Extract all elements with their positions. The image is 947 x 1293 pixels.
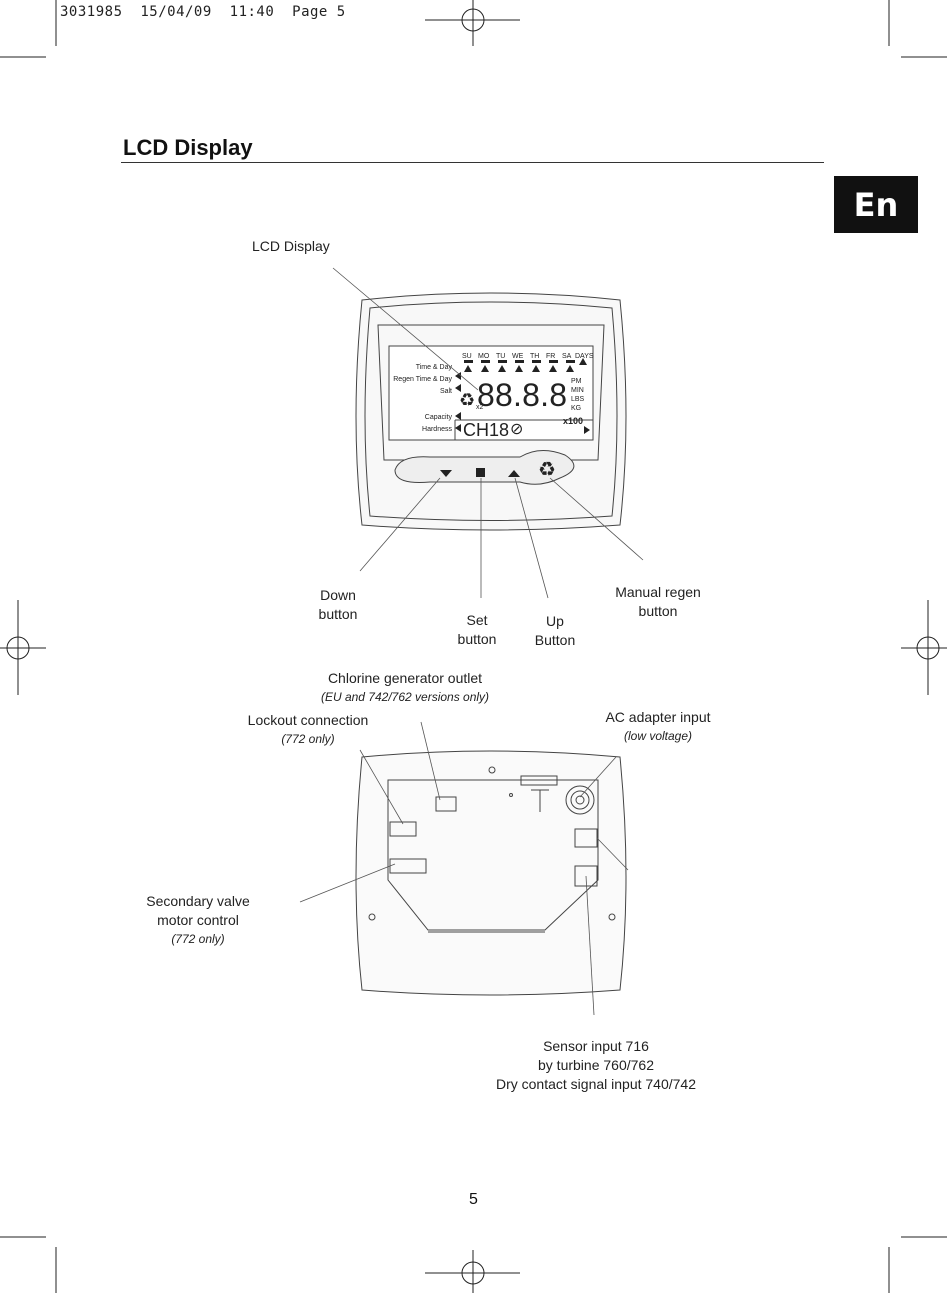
lcd-main-digits: 88.8.8 <box>477 377 567 413</box>
recycle-icon: ♻ <box>459 390 475 410</box>
label-lcd-display: LCD Display <box>252 238 330 254</box>
lcd-day-days: DAYS <box>575 353 594 360</box>
lcd-label-time-day: Time & Day <box>416 364 453 371</box>
lcd-day-su: SU <box>462 353 472 360</box>
no-entry-icon: ⊘ <box>510 421 523 438</box>
lcd-day-mo: MO <box>478 353 490 360</box>
label-ac-adapter: AC adapter input(low voltage) <box>605 709 711 743</box>
lcd-unit-kg: KG <box>571 405 581 412</box>
lcd-label-regen-time-day: Regen Time & Day <box>393 376 452 383</box>
lcd-day-th: TH <box>530 353 539 360</box>
language-tab: En <box>834 176 918 233</box>
regen-button-recycle-icon: ♻ <box>538 459 556 481</box>
lcd-day-sa: SA <box>562 353 572 360</box>
lcd-unit-lbs: LBS <box>571 396 585 403</box>
lcd-label-salt: Salt <box>440 388 452 395</box>
lcd-small-code: CH18 <box>463 420 509 440</box>
title-divider <box>121 162 824 163</box>
label-lockout-connection: Lockout connection(772 only) <box>247 712 369 746</box>
lcd-unit-min: MIN <box>571 387 584 394</box>
page-number: 5 <box>469 1191 478 1208</box>
lcd-label-hardness: Hardness <box>422 426 452 433</box>
label-chlorine-outlet: Chlorine generator outlet(EU and 742/762… <box>320 670 490 704</box>
lcd-unit-pm: PM <box>571 378 582 385</box>
lcd-day-tu: TU <box>496 353 505 360</box>
print-slug: 3031985 15/04/09 11:40 Page 5 <box>60 4 346 20</box>
lcd-x2: x2 <box>476 404 484 411</box>
page-title: LCD Display <box>123 135 253 160</box>
lcd-day-fr: FR <box>546 353 555 360</box>
lcd-day-we: WE <box>512 353 524 360</box>
lcd-label-capacity: Capacity <box>425 414 453 421</box>
lcd-multiplier: x100 <box>563 416 583 426</box>
